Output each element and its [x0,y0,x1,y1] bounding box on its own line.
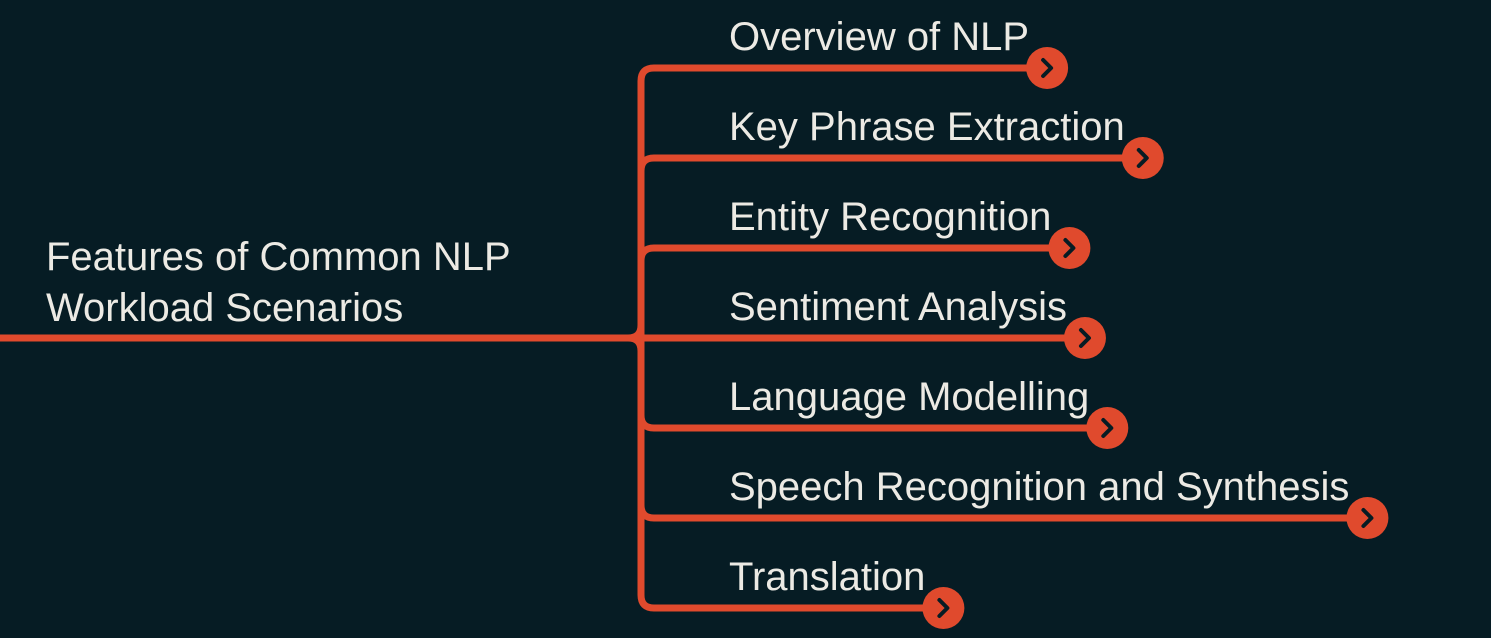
branch-label: Speech Recognition and Synthesis [729,465,1349,509]
expand-button[interactable] [1063,317,1106,359]
branch-2[interactable]: Key Phrase Extraction [729,105,1164,179]
branch-connector [637,64,1051,87]
branch-connector [637,409,1111,432]
expand-button-circle [1026,47,1069,89]
branch-connector [637,589,947,612]
expand-button-circle [1346,497,1389,539]
branch-7[interactable]: Translation [729,555,965,629]
branch-label: Key Phrase Extraction [729,105,1125,149]
branch-label: Entity Recognition [729,195,1051,239]
branch-1[interactable]: Overview of NLP [729,15,1069,89]
expand-button[interactable] [1086,407,1129,449]
branch-label: Sentiment Analysis [729,285,1067,329]
expand-button-circle [1063,317,1106,359]
branch-4[interactable]: Sentiment Analysis [729,285,1106,359]
branch-connector [637,244,1073,267]
chevron-right-icon [1136,148,1149,168]
expand-button[interactable] [922,587,965,629]
expand-button-circle [1048,227,1091,269]
chevron-right-icon [1063,238,1076,258]
expand-button-circle [1121,137,1164,179]
root-topic[interactable]: Features of Common NLP Workload Scenario… [46,235,511,330]
branch-3[interactable]: Entity Recognition [729,195,1091,269]
chevron-right-icon [1078,328,1091,348]
chevron-right-icon [1101,418,1114,438]
expand-button-circle [922,587,965,629]
branch-connector [637,154,1147,177]
branch-5[interactable]: Language Modelling [729,375,1129,449]
branch-label: Language Modelling [729,375,1089,419]
chevron-right-icon [1041,58,1054,78]
expand-button-circle [1086,407,1129,449]
expand-button[interactable] [1121,137,1164,179]
root-topic-line-1: Features of Common NLP [46,235,511,279]
branch-6[interactable]: Speech Recognition and Synthesis [729,465,1389,539]
expand-button[interactable] [1346,497,1389,539]
branch-list: Overview of NLP Key Phrase ExtractionEnti… [729,15,1389,629]
connectors [0,64,1371,612]
expand-button[interactable] [1048,227,1091,269]
branch-label: Overview of NLP [729,15,1029,59]
branch-label: Translation [729,555,925,599]
expand-button[interactable] [1026,47,1069,89]
root-topic-line-2: Workload Scenarios [46,286,403,330]
branch-connector [637,499,1371,522]
chevron-right-icon [1361,508,1374,528]
chevron-right-icon [937,598,950,618]
